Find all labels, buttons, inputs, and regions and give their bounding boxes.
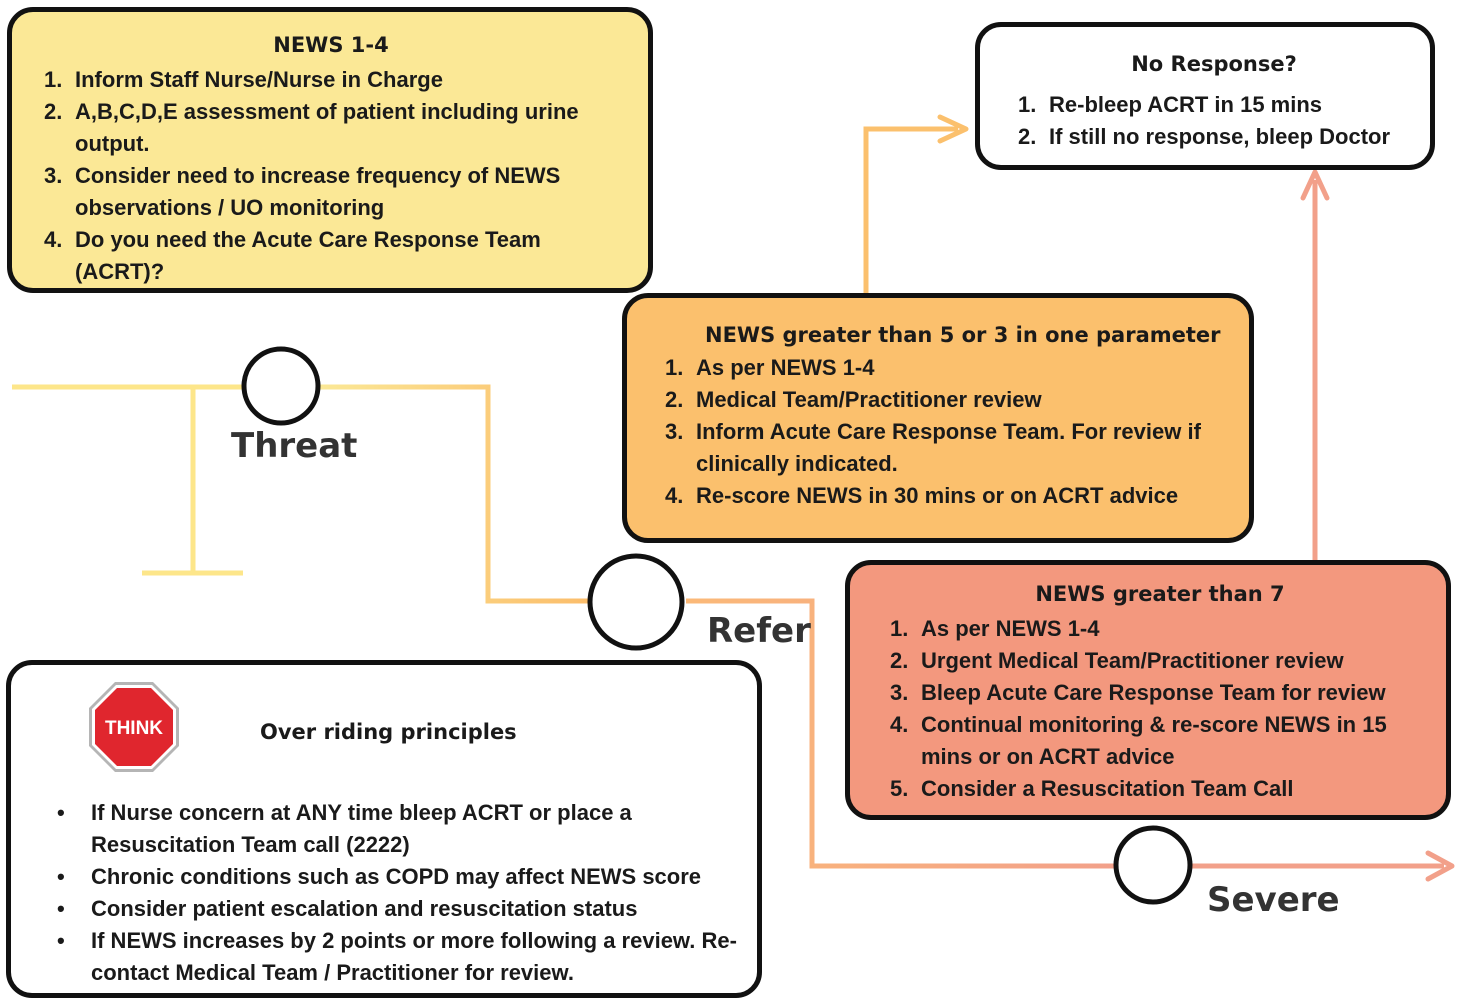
news-greater-than-7-box: NEWS greater than 7 As per NEWS 1-4 Urge… bbox=[845, 560, 1451, 820]
news5-to-no-response-arrow bbox=[863, 126, 958, 295]
list-item: As per NEWS 1-4 bbox=[665, 352, 875, 384]
refer-to-severe-line bbox=[686, 598, 1117, 869]
list-item: Urgent Medical Team/Practitioner review bbox=[890, 645, 1344, 677]
list-item: If still no response, bleep Doctor bbox=[1018, 121, 1391, 153]
list-item: Consider need to increase frequency of N… bbox=[44, 160, 561, 220]
news-5-list: As per NEWS 1-4 Medical Team/Practitione… bbox=[665, 352, 1225, 512]
no-response-list: Re-bleep ACRT in 15 mins If still no res… bbox=[1018, 89, 1410, 153]
list-item: Continual monitoring & re-score NEWS in … bbox=[890, 709, 1387, 769]
refer-node bbox=[587, 553, 685, 651]
severe-label: Severe bbox=[1207, 880, 1340, 920]
list-item: If Nurse concern at ANY time bleep ACRT … bbox=[57, 797, 757, 861]
stop-sign-text: THINK bbox=[105, 718, 163, 739]
threat-node bbox=[241, 346, 321, 426]
list-item: Consider patient escalation and resuscit… bbox=[57, 893, 757, 925]
news-greater-than-5-box: NEWS greater than 5 or 3 in one paramete… bbox=[622, 293, 1254, 543]
list-item: Re-score NEWS in 30 mins or on ACRT advi… bbox=[665, 480, 1179, 512]
news-1-4-box: NEWS 1-4 Inform Staff Nurse/Nurse in Cha… bbox=[7, 7, 653, 293]
principles-list: If Nurse concern at ANY time bleep ACRT … bbox=[57, 797, 757, 989]
principles-title: Over riding principles bbox=[260, 720, 517, 744]
list-item: Inform Staff Nurse/Nurse in Charge bbox=[44, 64, 443, 96]
list-item: A,B,C,D,E assessment of patient includin… bbox=[44, 96, 579, 156]
no-response-title: No Response? bbox=[1131, 52, 1297, 76]
threat-line bbox=[12, 384, 243, 576]
news-5-title: NEWS greater than 5 or 3 in one paramete… bbox=[705, 323, 1221, 347]
threat-label: Threat bbox=[231, 426, 358, 466]
list-item: As per NEWS 1-4 bbox=[890, 613, 1100, 645]
list-item: Inform Acute Care Response Team. For rev… bbox=[665, 416, 1201, 476]
list-item: Consider a Resuscitation Team Call bbox=[890, 773, 1294, 805]
stop-sign-icon: THINK bbox=[89, 682, 179, 772]
threat-to-refer-line bbox=[320, 384, 588, 604]
list-item: Bleep Acute Care Response Team for revie… bbox=[890, 677, 1386, 709]
news-7-title: NEWS greater than 7 bbox=[1035, 582, 1285, 606]
list-item: Chronic conditions such as COPD may affe… bbox=[57, 861, 757, 893]
news-7-list: As per NEWS 1-4 Urgent Medical Team/Prac… bbox=[890, 613, 1430, 805]
list-item: Do you need the Acute Care Response Team… bbox=[44, 224, 541, 284]
refer-label: Refer bbox=[707, 611, 811, 651]
news-1-4-list: Inform Staff Nurse/Nurse in Charge A,B,C… bbox=[44, 64, 618, 288]
list-item: Re-bleep ACRT in 15 mins bbox=[1018, 89, 1323, 121]
severe-node bbox=[1113, 825, 1193, 905]
news-1-4-title: NEWS 1-4 bbox=[273, 33, 389, 57]
list-item: Medical Team/Practitioner review bbox=[665, 384, 1042, 416]
no-response-box: No Response? Re-bleep ACRT in 15 mins If… bbox=[975, 22, 1435, 170]
list-item: If NEWS increases by 2 points or more fo… bbox=[57, 925, 757, 989]
